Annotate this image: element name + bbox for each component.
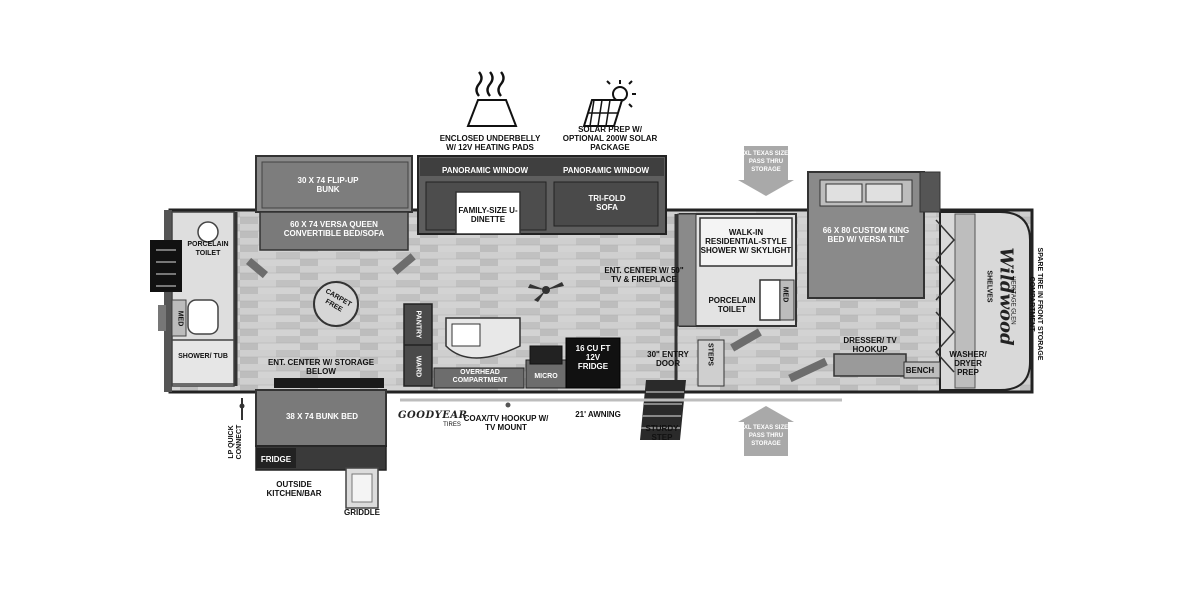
versa-queen-label: 60 X 74 VERSA QUEEN CONVERTIBLE BED/SOFA — [283, 220, 385, 238]
outside-kitchen-label: OUTSIDE KITCHEN/BAR — [266, 480, 322, 498]
goodyear-sub: TIRES — [443, 422, 461, 428]
fridge-outside-label: FRIDGE — [260, 455, 292, 464]
shelves-label: SHELVES — [985, 270, 993, 303]
panoramic-window-2-label: PANORAMIC WINDOW — [562, 166, 650, 175]
storage-label-top: XL TEXAS SIZE PASS THRU STORAGE — [743, 151, 789, 173]
tri-fold-sofa-label: TRI-FOLD SOFA — [588, 194, 626, 212]
ent-center-fireplace-label: ENT. CENTER W/ 50" TV & FIREPLACE — [604, 266, 684, 284]
overhead-compartment-label: OVERHEAD COMPARTMENT — [452, 369, 508, 384]
pantry-label: PANTRY — [414, 310, 422, 339]
ceiling-fan-icon — [528, 282, 564, 302]
versa-queen-sofa — [259, 211, 409, 251]
dresser-label: DRESSER/ TV HOOKUP — [843, 336, 897, 354]
rear-ladder — [150, 240, 182, 292]
storage-label-bottom: XL TEXAS SIZE PASS THRU STORAGE — [743, 425, 789, 447]
u-dinette-label: FAMILY-SIZE U-DINETTE — [458, 206, 518, 224]
solar-label: SOLAR PREP W/ OPTIONAL 200W SOLAR PACKAG… — [562, 125, 658, 152]
ward-label: WARD — [414, 355, 422, 378]
awning-label: 21' AWNING — [575, 410, 621, 419]
entry-steps — [640, 380, 686, 440]
heat-icon — [466, 71, 518, 127]
solar-icon — [582, 80, 636, 127]
sturdy-step-label: STURDY STEP — [645, 424, 679, 442]
panoramic-window-1-label: PANORAMIC WINDOW — [441, 166, 529, 175]
goodyear-logo: GOODYEAR — [398, 410, 468, 421]
porcelain-toilet-right-label: PORCELAIN TOILET — [708, 296, 756, 314]
med-left-label: MED — [176, 310, 184, 327]
micro-label: MICRO — [534, 373, 558, 380]
entry-door-label: 30" ENTRY DOOR — [647, 350, 689, 368]
ent-center-storage-label: ENT. CENTER W/ STORAGE BELOW — [267, 358, 375, 376]
steps-label: STEPS — [706, 343, 714, 366]
washer-dryer-label: WASHER/ DRYER PREP — [949, 350, 987, 377]
bench-label: BENCH — [905, 366, 935, 375]
walk-in-shower-label: WALK-IN RESIDENTIAL-STYLE SHOWER W/ SKYL… — [700, 228, 792, 255]
bunk-bed-label: 38 X 74 BUNK BED — [285, 412, 359, 421]
spare-tire-label: SPARE TIRE IN FRONT STORAGE COMPARTMENT — [1028, 247, 1043, 361]
flip-up-bunk-label: 30 X 74 FLIP-UP BUNK — [297, 176, 359, 194]
storage-arrow-top — [738, 146, 794, 196]
lp-quick-connect-label: LP QUICK CONNECT — [228, 424, 243, 460]
shower-tub-label: SHOWER/ TUB — [178, 353, 228, 360]
storage-arrow-bottom — [738, 406, 794, 456]
main-fridge-label: 16 CU FT 12V FRIDGE — [575, 344, 611, 371]
griddle-label: GRIDDLE — [344, 508, 380, 517]
porcelain-toilet-left-label: PORCELAIN TOILET — [187, 241, 229, 257]
main-fridge — [565, 337, 621, 389]
king-bed-label: 66 X 80 CUSTOM KING BED W/ VERSA TILT — [822, 226, 910, 244]
wildwood-sub: HERITAGE GLEN — [1009, 276, 1016, 325]
coax-hookup-label: COAX/TV HOOKUP W/ TV MOUNT — [463, 414, 549, 432]
bunk-bed-slide — [255, 389, 387, 447]
carpet-free-badge — [313, 281, 359, 327]
med-right-label: MED — [781, 286, 789, 303]
underbelly-label: ENCLOSED UNDERBELLY W/ 12V HEATING PADS — [439, 134, 541, 152]
